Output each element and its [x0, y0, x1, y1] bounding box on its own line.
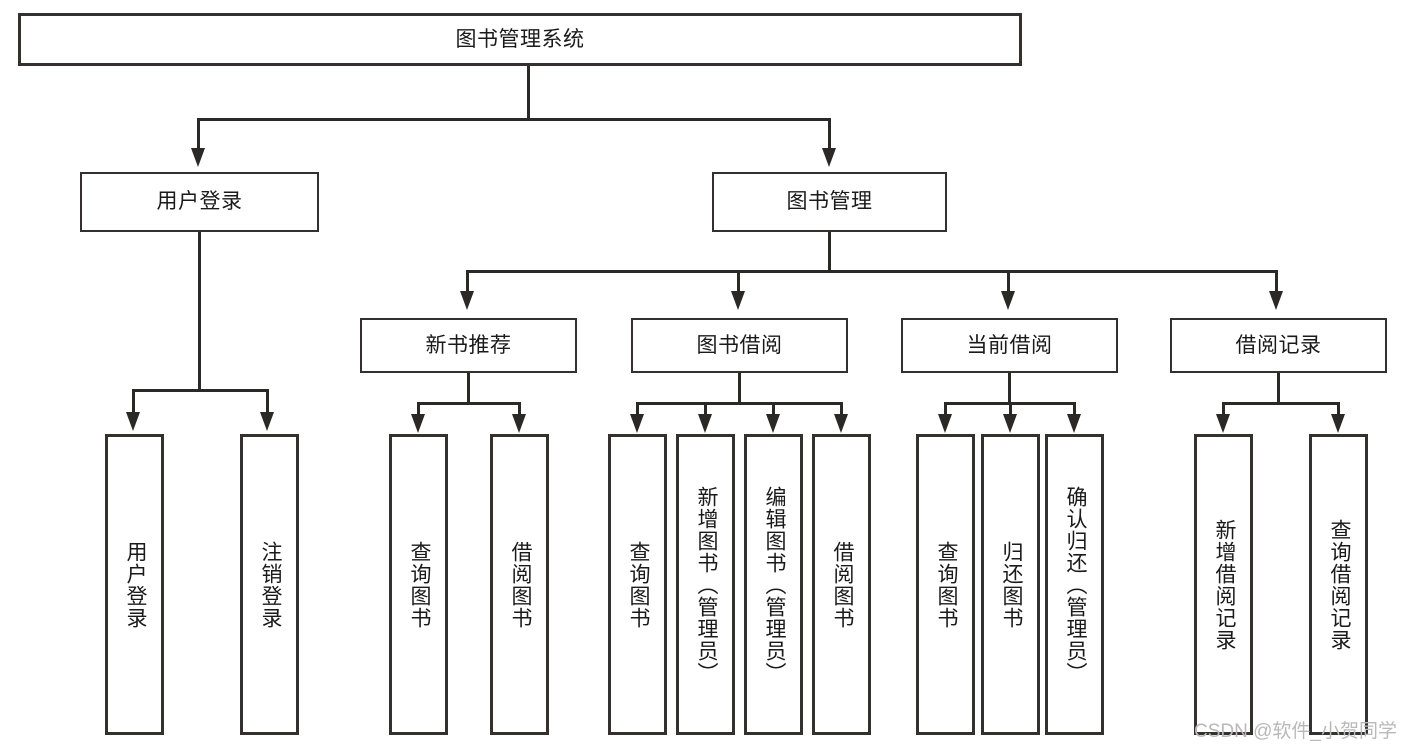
connector-current-borrow-stem [1008, 373, 1011, 404]
node-user-login-label: 用户登录 [156, 190, 243, 214]
leaf-borrow-record-add-label: 新增借阅记录 [1212, 518, 1236, 651]
connector-book-manage-bus [466, 270, 1278, 273]
arrowhead-new-book-recommend-to-leaf-1 [411, 414, 425, 433]
connector-book-manage-to-l3-2 [737, 270, 740, 292]
connector-current-borrow-to-leaf-2 [1009, 402, 1012, 415]
connector-borrow-record-to-leaf-1 [1222, 402, 1225, 415]
connector-book-borrow-stem [738, 373, 741, 404]
connector-book-borrow-to-leaf-3 [772, 402, 775, 415]
node-book-manage-label: 图书管理 [786, 190, 873, 214]
node-new-book-recommend[interactable]: 新书推荐 [360, 318, 577, 373]
node-current-borrow-label: 当前借阅 [966, 333, 1053, 357]
arrowhead-user-login-to-leaf-2 [260, 412, 274, 431]
connector-new-book-recommend-bus [417, 402, 521, 405]
arrowhead-book-manage-to-l3-3 [1001, 291, 1015, 310]
leaf-user-login-login-label: 用户登录 [123, 540, 147, 629]
leaf-borrow-record-add[interactable]: 新增借阅记录 [1194, 434, 1253, 735]
connector-user-login-bus [132, 389, 269, 392]
leaf-current-borrow-return[interactable]: 归还图书 [981, 434, 1040, 735]
connector-borrow-record-bus [1222, 402, 1339, 405]
node-book-manage[interactable]: 图书管理 [712, 172, 947, 232]
leaf-current-borrow-query[interactable]: 查询图书 [916, 434, 975, 735]
leaf-book-borrow-edit[interactable]: 编辑图书（管理员） [744, 434, 803, 735]
connector-book-manage-to-l3-4 [1275, 270, 1278, 292]
node-book-borrow[interactable]: 图书借阅 [631, 318, 848, 373]
arrowhead-root-to-book-manage [822, 148, 836, 167]
connector-current-borrow-to-leaf-1 [944, 402, 947, 415]
leaf-current-borrow-confirm-return-label: 确认归还（管理员） [1063, 485, 1087, 684]
connector-root-to-user-login [197, 118, 200, 150]
arrowhead-borrow-record-to-leaf-2 [1331, 414, 1345, 433]
arrowhead-book-manage-to-l3-1 [460, 291, 474, 310]
arrowhead-current-borrow-to-leaf-3 [1067, 414, 1081, 433]
arrowhead-book-borrow-to-leaf-4 [834, 414, 848, 433]
connector-book-manage-stem [828, 232, 831, 272]
connector-user-login-to-leaf-2 [266, 389, 269, 413]
arrowhead-book-borrow-to-leaf-2 [698, 414, 712, 433]
arrowhead-borrow-record-to-leaf-1 [1216, 414, 1230, 433]
node-root-system[interactable]: 图书管理系统 [18, 13, 1022, 66]
leaf-book-borrow-query[interactable]: 查询图书 [608, 434, 667, 735]
leaf-current-borrow-confirm-return[interactable]: 确认归还（管理员） [1045, 434, 1104, 735]
arrowhead-book-manage-to-l3-2 [731, 291, 745, 310]
connector-user-login-stem [198, 232, 201, 392]
leaf-borrow-record-query-label: 查询借阅记录 [1327, 518, 1351, 651]
leaf-book-borrow-query-label: 查询图书 [626, 540, 650, 629]
connector-root-to-book-manage [828, 118, 831, 150]
arrowhead-book-manage-to-l3-4 [1269, 291, 1283, 310]
connector-book-manage-to-l3-1 [466, 270, 469, 292]
node-root-system-label: 图书管理系统 [455, 27, 585, 51]
leaf-book-borrow-edit-label: 编辑图书（管理员） [762, 485, 786, 684]
connector-root-stem [527, 66, 530, 118]
node-book-borrow-label: 图书借阅 [696, 333, 783, 357]
connector-new-book-recommend-to-leaf-1 [417, 402, 420, 415]
connector-book-borrow-bus [636, 402, 843, 405]
leaf-book-borrow-borrow[interactable]: 借阅图书 [812, 434, 871, 735]
arrowhead-new-book-recommend-to-leaf-2 [512, 414, 526, 433]
arrowhead-current-borrow-to-leaf-1 [938, 414, 952, 433]
leaf-user-login-logout-label: 注销登录 [258, 540, 282, 629]
connector-book-manage-to-l3-3 [1007, 270, 1010, 292]
leaf-book-borrow-borrow-label: 借阅图书 [830, 540, 854, 629]
connector-new-book-recommend-stem [467, 373, 470, 404]
leaf-book-borrow-add[interactable]: 新增图书（管理员） [676, 434, 735, 735]
node-user-login[interactable]: 用户登录 [80, 172, 319, 232]
leaf-user-login-logout[interactable]: 注销登录 [240, 434, 299, 735]
leaf-current-borrow-query-label: 查询图书 [934, 540, 958, 629]
connector-book-borrow-to-leaf-1 [636, 402, 639, 415]
connector-new-book-recommend-to-leaf-2 [518, 402, 521, 415]
node-new-book-recommend-label: 新书推荐 [425, 333, 512, 357]
connector-borrow-record-stem [1277, 373, 1280, 404]
csdn-watermark: CSDN @软件_小贺同学 [1194, 721, 1397, 742]
arrowhead-book-borrow-to-leaf-1 [630, 414, 644, 433]
leaf-new-book-borrow-label: 借阅图书 [508, 540, 532, 629]
arrowhead-root-to-user-login [191, 148, 205, 167]
arrowhead-book-borrow-to-leaf-3 [766, 414, 780, 433]
leaf-new-book-query[interactable]: 查询图书 [389, 434, 448, 735]
leaf-borrow-record-query[interactable]: 查询借阅记录 [1309, 434, 1368, 735]
arrowhead-current-borrow-to-leaf-2 [1003, 414, 1017, 433]
connector-book-borrow-to-leaf-2 [704, 402, 707, 415]
leaf-current-borrow-return-label: 归还图书 [999, 540, 1023, 629]
connector-current-borrow-to-leaf-3 [1073, 402, 1076, 415]
leaf-book-borrow-add-label: 新增图书（管理员） [694, 485, 718, 684]
leaf-user-login-login[interactable]: 用户登录 [105, 434, 164, 735]
connector-borrow-record-to-leaf-2 [1337, 402, 1340, 415]
connector-root-bus [197, 118, 831, 121]
connector-user-login-to-leaf-1 [132, 389, 135, 413]
node-borrow-record[interactable]: 借阅记录 [1170, 318, 1387, 373]
connector-book-borrow-to-leaf-4 [840, 402, 843, 415]
node-borrow-record-label: 借阅记录 [1235, 333, 1322, 357]
arrowhead-user-login-to-leaf-1 [126, 412, 140, 431]
leaf-new-book-query-label: 查询图书 [407, 540, 431, 629]
node-current-borrow[interactable]: 当前借阅 [901, 318, 1118, 373]
leaf-new-book-borrow[interactable]: 借阅图书 [490, 434, 549, 735]
